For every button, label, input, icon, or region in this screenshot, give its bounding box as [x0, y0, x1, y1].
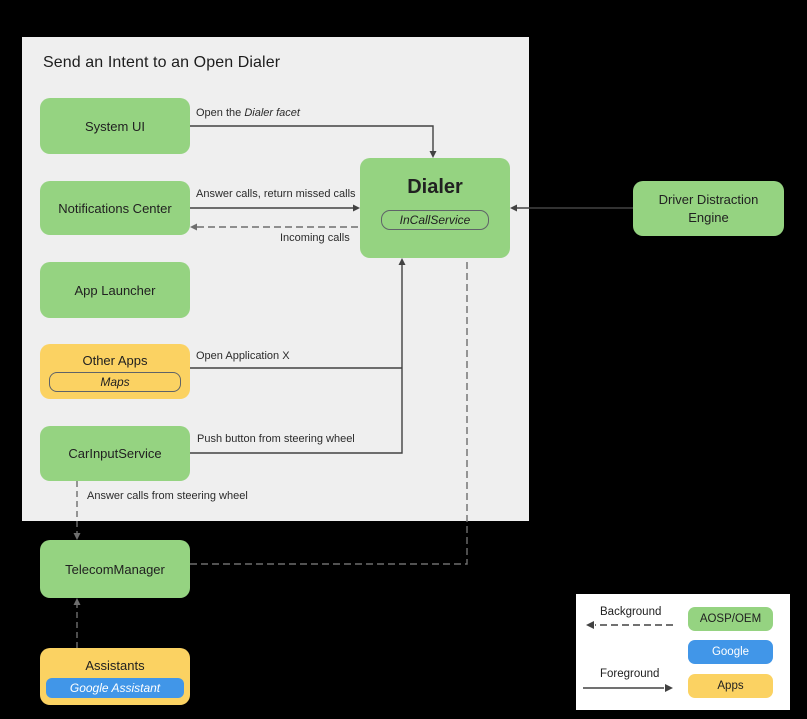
legend-dashed-arrow-icon — [586, 621, 673, 629]
sub-node-incallservice: InCallService — [381, 210, 489, 230]
node-assistants: Assistants Google Assistant — [40, 648, 190, 705]
edge-label-text: Open the — [196, 107, 245, 119]
sub-node-maps: Maps — [49, 372, 181, 392]
node-label: Assistants — [85, 657, 145, 673]
node-label: App Launcher — [74, 282, 156, 298]
edge-label-push-button-steering: Push button from steering wheel — [197, 433, 355, 445]
node-label: CarInputService — [68, 446, 162, 461]
node-label: Notifications Center — [58, 200, 172, 216]
legend-chip-google: Google — [688, 640, 773, 664]
legend-foreground-label: Foreground — [600, 668, 660, 680]
node-other-apps: Other Apps Maps — [40, 344, 190, 399]
node-label: TelecomManager — [65, 561, 165, 577]
node-driver-distraction-engine: Driver Distraction Engine — [633, 181, 784, 236]
legend-solid-arrow-icon — [583, 684, 673, 692]
edge-label-answer-return-missed: Answer calls, return missed calls — [196, 188, 356, 200]
edge-label-open-application-x: Open Application X — [196, 350, 290, 362]
edge-label-italic: Dialer facet — [244, 107, 300, 119]
legend-chip-apps: Apps — [688, 674, 773, 698]
node-label: Other Apps — [82, 353, 148, 368]
node-label: System UI — [85, 118, 145, 134]
node-notifications-center: Notifications Center — [40, 181, 190, 235]
diagram-title: Send an Intent to an Open Dialer — [43, 54, 281, 71]
node-dialer: Dialer InCallService — [360, 158, 510, 258]
node-system-ui: System UI — [40, 98, 190, 154]
node-label: Driver Distraction Engine — [658, 191, 759, 225]
node-car-input-service: CarInputService — [40, 426, 190, 481]
node-telecom-manager: TelecomManager — [40, 540, 190, 598]
legend-panel: Background Foreground AOSP/OEM Google Ap… — [576, 594, 790, 710]
edge-label-incoming-calls: Incoming calls — [280, 232, 350, 244]
legend-background-label: Background — [600, 606, 662, 618]
edge-label-open-dialer-facet: Open the Dialer facet — [196, 107, 300, 119]
node-label: Dialer — [407, 176, 463, 198]
edge-label-answer-calls-steering: Answer calls from steering wheel — [87, 490, 248, 502]
sub-node-google-assistant: Google Assistant — [46, 677, 184, 698]
node-app-launcher: App Launcher — [40, 262, 190, 318]
legend-chip-aosp-oem: AOSP/OEM — [688, 607, 773, 631]
